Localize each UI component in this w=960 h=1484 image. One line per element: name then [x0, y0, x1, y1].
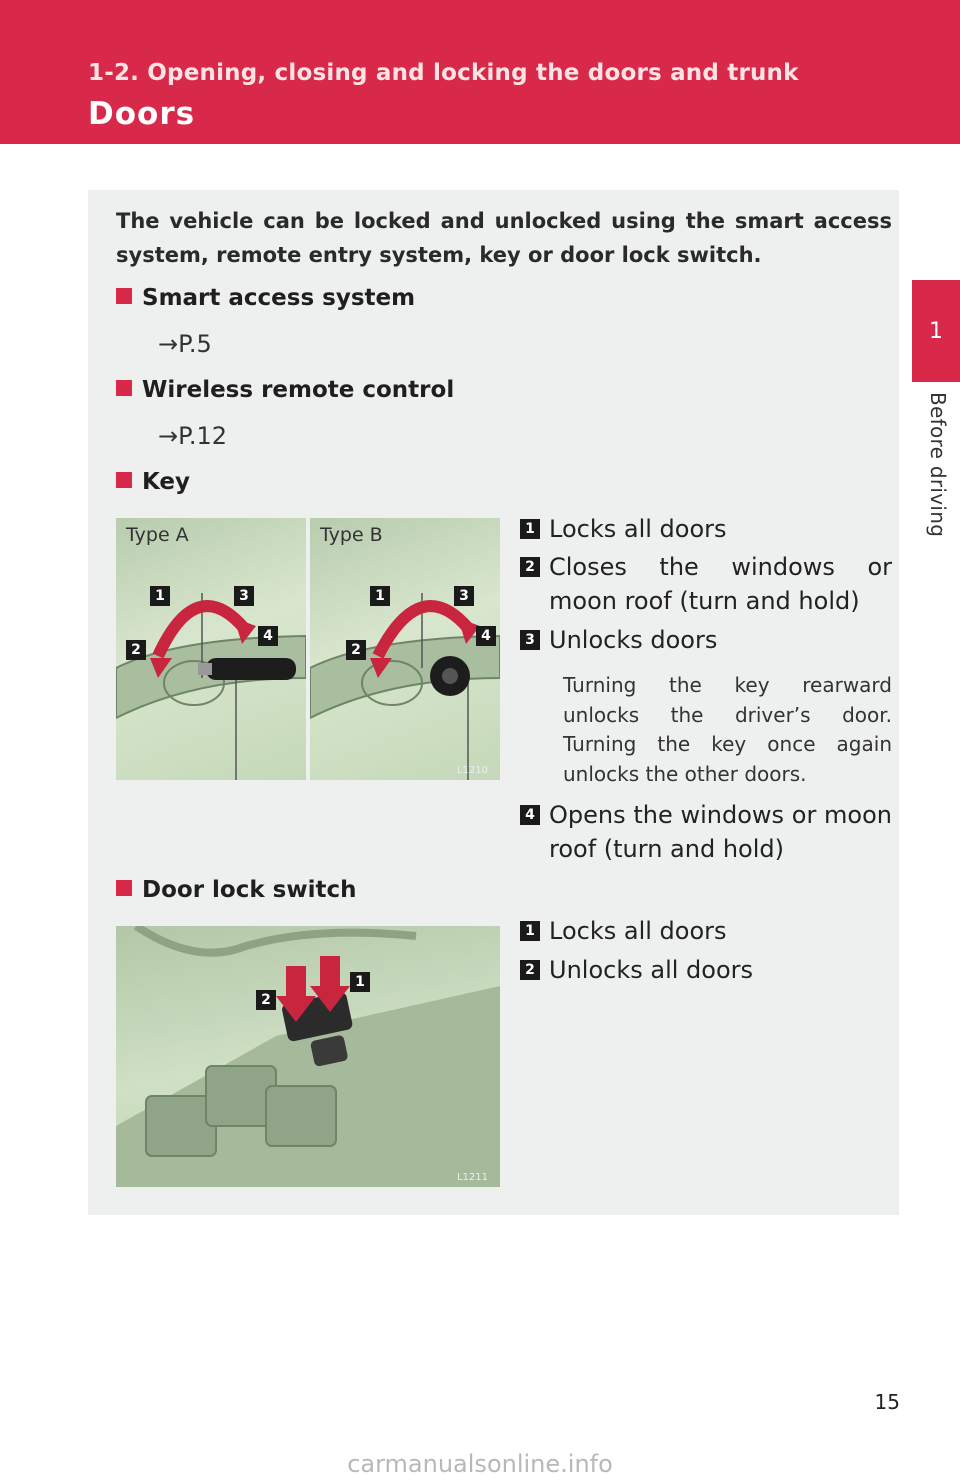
page-number: 15 — [874, 1390, 900, 1414]
door-handle-key-icon — [310, 593, 500, 780]
list-item: 4 Opens the windows or moon roof (turn a… — [520, 798, 892, 866]
page-header: 1-2. Opening, closing and locking the do… — [0, 0, 960, 144]
callout-2: 2 — [126, 640, 146, 660]
bullet-square-icon — [116, 472, 132, 488]
chapter-label: Before driving — [926, 392, 950, 538]
callout-2: 2 — [346, 640, 366, 660]
callout-4: 4 — [258, 626, 278, 646]
callout-4: 4 — [476, 626, 496, 646]
note-paragraph: Turning the key rearward unlocks the dri… — [563, 673, 892, 786]
bullet-square-icon — [116, 288, 132, 304]
callout-3: 3 — [454, 586, 474, 606]
list-item: 3 Unlocks doors — [520, 623, 892, 657]
page-reference-link[interactable]: →P.12 — [158, 422, 228, 450]
door-handle-key-icon — [116, 593, 306, 780]
heading-key: Key — [116, 469, 190, 495]
number-badge: 1 — [520, 519, 540, 539]
callout-1: 1 — [350, 972, 370, 992]
key-type-b-illustration: Type B 1 3 2 4 L1210 — [310, 518, 500, 780]
door-panel-switch-icon — [116, 926, 500, 1187]
section-title: 1-2. Opening, closing and locking the do… — [88, 60, 799, 86]
list-item: 2 Unlocks all doors — [520, 953, 892, 987]
list-item: 1 Locks all doors — [520, 914, 892, 948]
number-badge: 2 — [520, 557, 540, 577]
list-item: 2 Closes the windows or moon roof (turn … — [520, 550, 892, 618]
list-item: 1 Locks all doors — [520, 512, 892, 546]
number-badge: 4 — [520, 805, 540, 825]
number-badge: 2 — [520, 960, 540, 980]
bullet-square-icon — [116, 380, 132, 396]
callout-2: 2 — [256, 990, 276, 1010]
heading-door-lock-switch: Door lock switch — [116, 877, 357, 903]
callout-3: 3 — [234, 586, 254, 606]
callout-1: 1 — [370, 586, 390, 606]
key-type-a-illustration: Type A 1 3 2 4 — [116, 518, 306, 780]
page-reference-link[interactable]: →P.5 — [158, 330, 212, 358]
number-badge: 1 — [520, 921, 540, 941]
intro-paragraph: The vehicle can be locked and unlocked u… — [116, 209, 892, 267]
chapter-tab[interactable]: 1 — [912, 280, 960, 382]
figure-code: L1210 — [456, 765, 488, 776]
page-title: Doors — [88, 96, 196, 132]
heading-wireless-remote: Wireless remote control — [116, 377, 454, 403]
heading-smart-access: Smart access system — [116, 285, 415, 311]
figure-code: L1211 — [456, 1172, 488, 1183]
number-badge: 3 — [520, 630, 540, 650]
watermark: carmanualsonline.info — [347, 1450, 613, 1478]
bullet-square-icon — [116, 880, 132, 896]
callout-1: 1 — [150, 586, 170, 606]
figure-label: Type B — [320, 524, 383, 546]
door-lock-switch-illustration: 2 1 L1211 — [116, 926, 500, 1187]
figure-label: Type A — [126, 524, 189, 546]
chapter-number: 1 — [929, 318, 943, 344]
